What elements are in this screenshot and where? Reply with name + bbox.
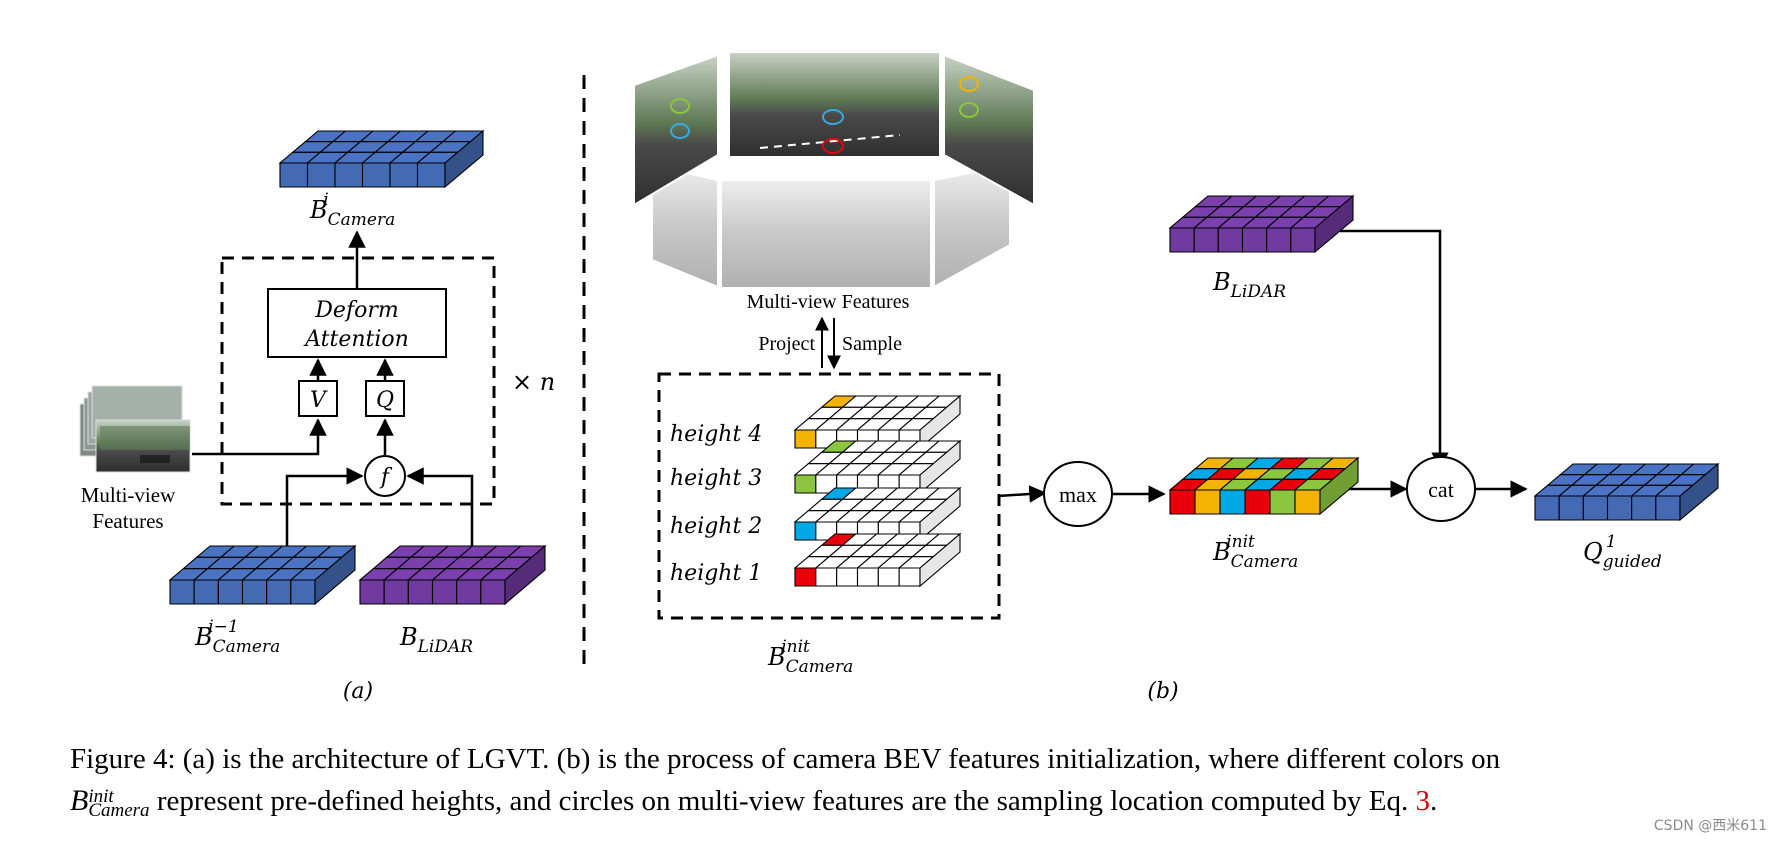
image-label-2: Features xyxy=(92,509,163,533)
lidar-label-a: BLiDAR xyxy=(399,623,473,657)
height-label-1: height 1 xyxy=(670,561,762,586)
init-mid-label: BCamerainit xyxy=(1212,532,1298,572)
panel-b-label: (b) xyxy=(1147,679,1178,704)
sample-label: Sample xyxy=(842,333,902,355)
height-label-4: height 4 xyxy=(670,422,762,447)
output-label: BCamerai xyxy=(309,190,395,230)
height-slab-1 xyxy=(793,532,962,588)
height-label-2: height 2 xyxy=(670,514,762,539)
project-label: Project xyxy=(758,333,815,355)
q-label: Q xyxy=(376,388,394,413)
camera-bev-grid-prev xyxy=(168,544,357,606)
max-label: max xyxy=(1059,482,1097,507)
watermark: CSDN @西米611 xyxy=(1653,818,1767,834)
multiview-camera-images xyxy=(633,51,1035,289)
cat-label: cat xyxy=(1428,477,1454,502)
lidar-bev-grid-a xyxy=(358,544,547,606)
equation-ref-link[interactable]: 3 xyxy=(1415,785,1430,817)
prev-label: BCamerai−1 xyxy=(194,617,280,657)
image-label-1: Multi-view xyxy=(81,483,176,507)
panel-a-label: (a) xyxy=(343,679,373,704)
height-slab-2 xyxy=(793,486,962,542)
caption-part1: Figure 4: (a) is the architecture of LGV… xyxy=(70,743,1501,775)
v-box xyxy=(298,380,338,417)
multiview-image-stack xyxy=(79,385,191,473)
init-label: BCamerainit xyxy=(767,637,853,677)
repeat-label: × n xyxy=(512,368,555,396)
deform-attention-box xyxy=(267,288,447,358)
height-slab-4 xyxy=(793,394,962,450)
guided-query-bev-grid xyxy=(1533,462,1720,522)
deform-attention-label-1: Deform xyxy=(314,298,398,323)
q-box xyxy=(365,380,405,417)
features-label: Multi-view Features xyxy=(747,291,910,313)
height-label-3: height 3 xyxy=(670,466,762,491)
height-slab-3 xyxy=(793,439,962,495)
lidar-label-b: BLiDAR xyxy=(1212,268,1286,302)
camera-bev-grid-output xyxy=(278,129,485,189)
caption-part3: . xyxy=(1429,785,1438,817)
deform-attention-label-2: Attention xyxy=(303,327,409,352)
guided-label: Qguided1 xyxy=(1583,532,1662,572)
lidar-bev-grid-b xyxy=(1168,194,1355,254)
figure-caption: Figure 4: (a) is the architecture of LGV… xyxy=(70,738,1720,822)
v-label: V xyxy=(310,388,328,413)
camera-init-bev-grid xyxy=(1168,456,1360,516)
caption-part2: represent pre-defined heights, and circl… xyxy=(149,785,1416,817)
